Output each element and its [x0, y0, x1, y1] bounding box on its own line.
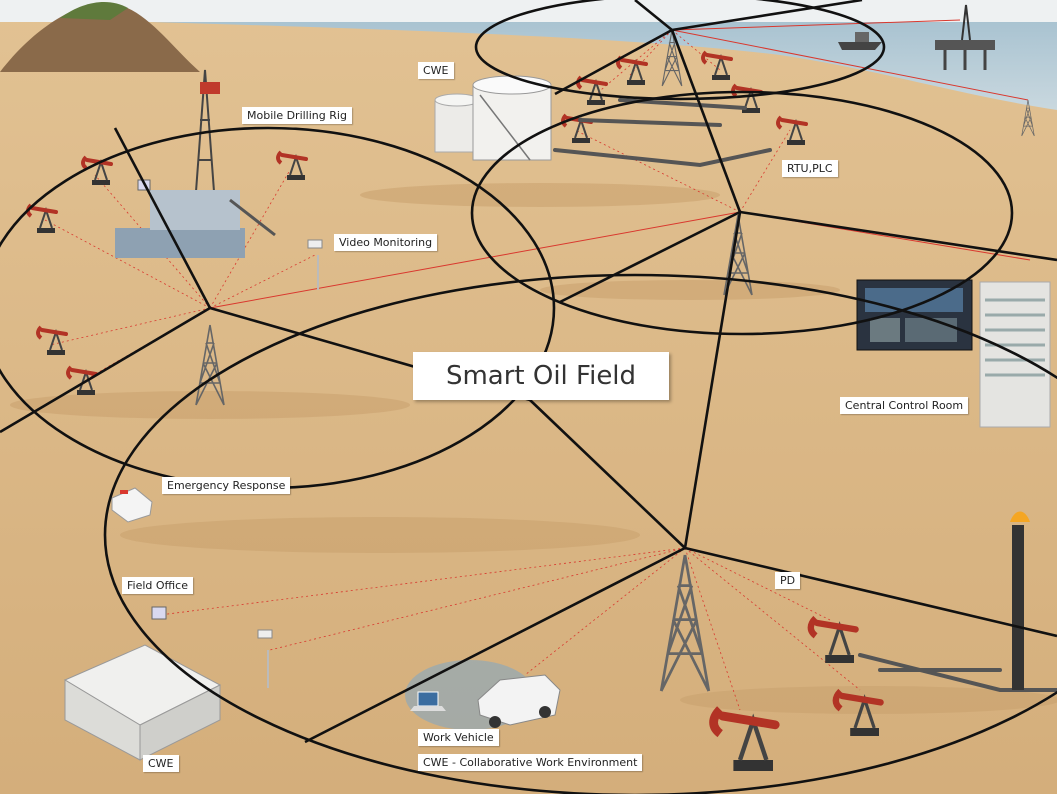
- pd-label: PD: [775, 572, 801, 589]
- laptop-icon: [410, 691, 446, 711]
- cwe-bottom-label: CWE: [143, 755, 179, 772]
- video-monitoring-label: Video Monitoring: [334, 234, 438, 251]
- central-control-room-label: Central Control Room: [840, 397, 969, 414]
- diagram-title: Smart Oil Field: [413, 352, 669, 400]
- storage-tank-icon: [434, 75, 552, 161]
- building-icon: [856, 279, 1051, 428]
- cell-edges: [0, 0, 1057, 744]
- cwe-collaborative-label: CWE - Collaborative Work Environment: [418, 754, 643, 771]
- mobile-drilling-rig-label: Mobile Drilling Rig: [242, 107, 352, 124]
- work-vehicle-label: Work Vehicle: [418, 729, 499, 746]
- ship-icon: [838, 32, 882, 50]
- rtu-plc-label: RTU,PLC: [782, 160, 838, 177]
- vehicle-icon: [405, 660, 561, 730]
- field-office-label: Field Office: [122, 577, 193, 594]
- pipelines: [553, 98, 1057, 692]
- cwe-top-label: CWE: [418, 62, 454, 79]
- hill: [0, 2, 200, 72]
- emergency-response-label: Emergency Response: [162, 477, 291, 494]
- offshore-platform-icon: [935, 4, 995, 70]
- camera-icon: [137, 179, 323, 688]
- ambulance-icon: [111, 487, 153, 523]
- building-icon: [63, 644, 222, 761]
- flare-stack-icon: [1010, 511, 1030, 690]
